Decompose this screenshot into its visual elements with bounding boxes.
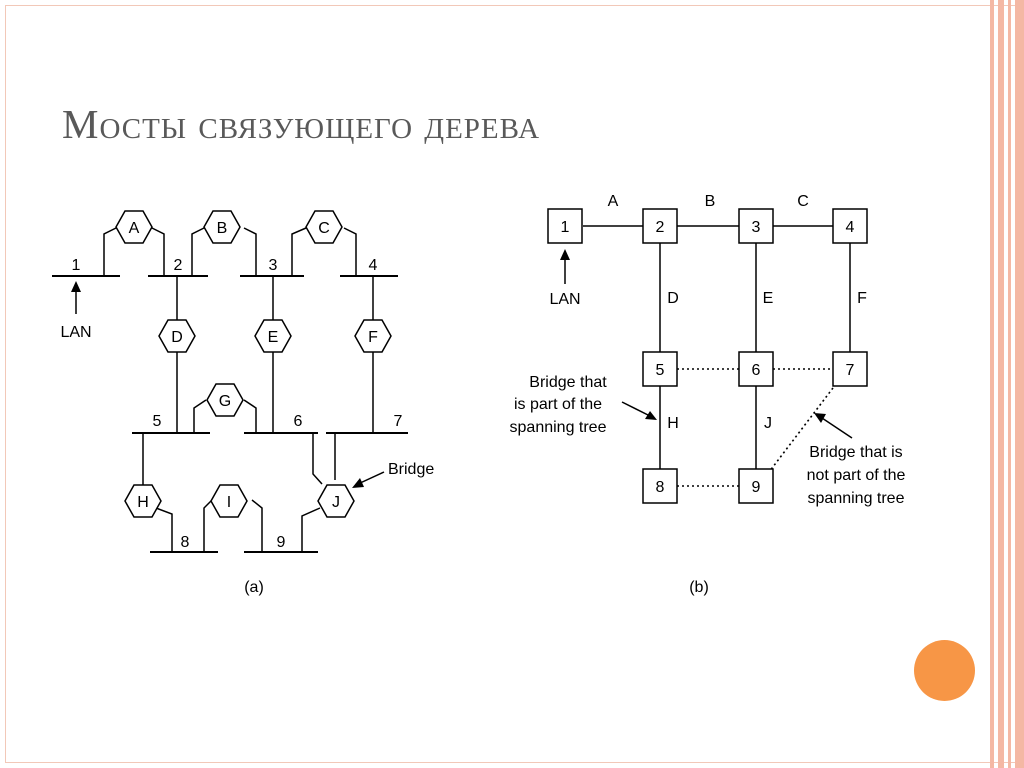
bridge-c-hex bbox=[305, 210, 343, 244]
caption-b: (b) bbox=[689, 579, 709, 596]
bridge-d-hex bbox=[158, 319, 196, 353]
not-in-tree-arrow-icon bbox=[814, 413, 826, 423]
edge-b-label: B bbox=[705, 193, 716, 210]
bridge-g-hex bbox=[206, 383, 244, 417]
node-8-box bbox=[642, 468, 678, 504]
node-7-box bbox=[832, 351, 868, 387]
lan-9-label: 9 bbox=[277, 534, 286, 551]
diagram-a: A B C D E F G H I J 1 2 3 4 5 6 7 8 9 LA… bbox=[52, 210, 434, 596]
lan-arrow-b-icon bbox=[560, 249, 570, 260]
bridge-f-label: F bbox=[368, 329, 378, 346]
bridge-e-label: E bbox=[268, 329, 279, 346]
bridge-h-label: H bbox=[137, 494, 149, 511]
node-8-label: 8 bbox=[656, 479, 665, 496]
bridge-h-hex bbox=[124, 484, 162, 518]
lan-7-label: 7 bbox=[394, 413, 403, 430]
decorative-stripes bbox=[990, 0, 1024, 768]
bridge-c-label: C bbox=[318, 220, 330, 237]
bridge-i-label: I bbox=[227, 494, 231, 511]
edge-d-label: D bbox=[667, 290, 679, 307]
lan-5-label: 5 bbox=[153, 413, 162, 430]
node-4-label: 4 bbox=[846, 219, 855, 236]
not-in-tree-note-line-1: Bridge that is bbox=[809, 444, 902, 461]
bridge-callout-label: Bridge bbox=[388, 461, 434, 478]
node-2-label: 2 bbox=[656, 219, 665, 236]
in-tree-arrow-icon bbox=[645, 411, 657, 420]
lan-1-label: 1 bbox=[72, 257, 81, 274]
node-1-label: 1 bbox=[561, 219, 570, 236]
bridge-b-hex bbox=[203, 210, 241, 244]
lan-label-b: LAN bbox=[549, 291, 580, 308]
edge-e-label: E bbox=[763, 290, 774, 307]
bridge-f-hex bbox=[354, 319, 392, 353]
diagram-b: 1 2 3 4 5 6 7 8 9 A B C D E F H J LAN Br… bbox=[510, 193, 906, 596]
edge-a-label: A bbox=[608, 193, 619, 210]
node-6-label: 6 bbox=[752, 362, 761, 379]
bridge-j-label: J bbox=[332, 494, 340, 511]
in-tree-note-line-2: is part of the bbox=[514, 396, 602, 413]
node-2-box bbox=[642, 208, 678, 244]
node-3-label: 3 bbox=[752, 219, 761, 236]
bridge-a-label: A bbox=[129, 220, 140, 237]
lan-label-a: LAN bbox=[60, 324, 91, 341]
node-1-box bbox=[547, 208, 583, 244]
bridge-a-hex bbox=[115, 210, 153, 244]
lan-4-label: 4 bbox=[369, 257, 378, 274]
node-6-box bbox=[738, 351, 774, 387]
not-in-tree-note-line-2: not part of the bbox=[807, 467, 906, 484]
in-tree-note-line-3: spanning tree bbox=[510, 419, 607, 436]
edge-f-label: F bbox=[857, 290, 867, 307]
edge-c-label: C bbox=[797, 193, 809, 210]
lan-2-label: 2 bbox=[174, 257, 183, 274]
lan-6-label: 6 bbox=[294, 413, 303, 430]
edge-j-label: J bbox=[764, 415, 772, 432]
not-in-tree-note-line-3: spanning tree bbox=[808, 490, 905, 507]
bridge-i-hex bbox=[210, 484, 248, 518]
edge-h-label: H bbox=[667, 415, 679, 432]
node-3-box bbox=[738, 208, 774, 244]
bridge-g-label: G bbox=[219, 393, 231, 410]
lan-8-label: 8 bbox=[181, 534, 190, 551]
node-9-label: 9 bbox=[752, 479, 761, 496]
node-9-box bbox=[738, 468, 774, 504]
in-tree-note-line-1: Bridge that bbox=[529, 374, 607, 391]
lan-3-label: 3 bbox=[269, 257, 278, 274]
bridge-e-hex bbox=[254, 319, 292, 353]
caption-a: (a) bbox=[244, 579, 264, 596]
accent-circle bbox=[914, 640, 975, 701]
node-5-label: 5 bbox=[656, 362, 665, 379]
bridge-d-label: D bbox=[171, 329, 183, 346]
node-5-box bbox=[642, 351, 678, 387]
node-4-box bbox=[832, 208, 868, 244]
bridge-b-label: B bbox=[217, 220, 228, 237]
node-7-label: 7 bbox=[846, 362, 855, 379]
bridge-j-hex bbox=[317, 484, 355, 518]
slide-title: Мосты связующего дерева bbox=[62, 101, 541, 147]
bridge-arrow-icon bbox=[352, 478, 364, 488]
lan-arrow-icon bbox=[71, 281, 81, 292]
